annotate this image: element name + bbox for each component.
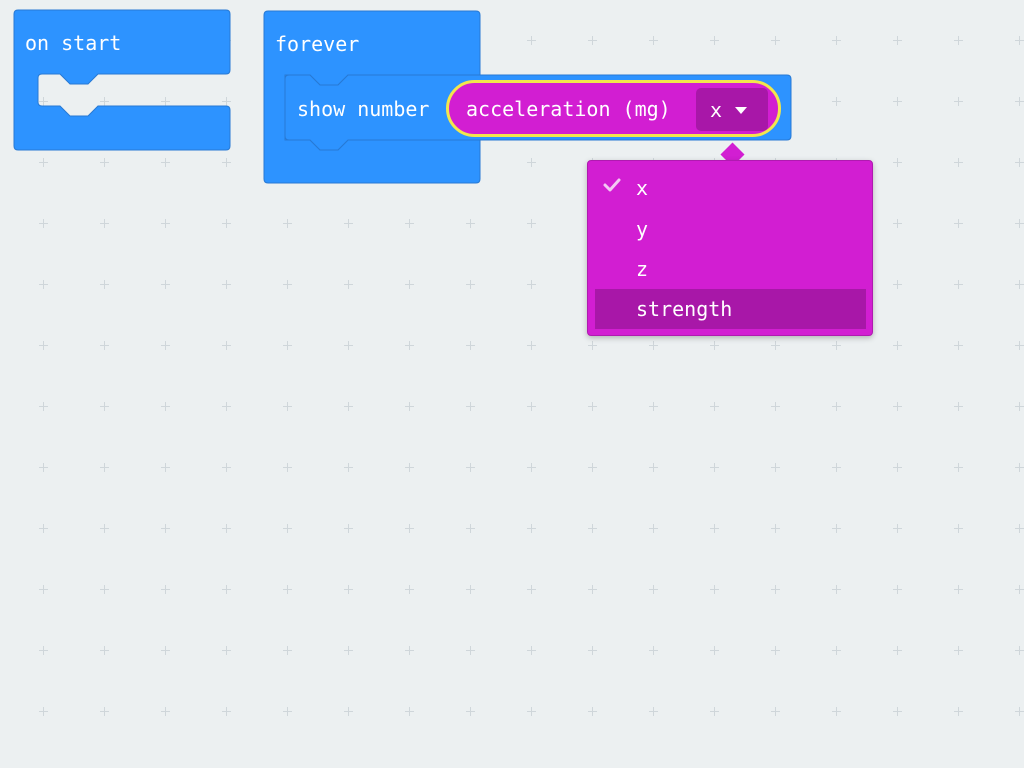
acceleration-reporter-block[interactable]: acceleration (mg) x [446,80,781,137]
check-icon [603,178,621,192]
dropdown-option-z[interactable]: z [595,249,866,289]
forever-label: forever [275,32,360,56]
axis-dropdown-menu: x y z strength [587,160,873,336]
chevron-down-icon [735,107,747,114]
dropdown-option-label: y [636,217,649,241]
show-number-label: show number [297,97,430,121]
on-start-block-shape [13,9,231,151]
dropdown-option-label: x [636,176,649,200]
on-start-label: on start [25,31,122,55]
dropdown-option-label: z [636,257,649,281]
axis-dropdown-value: x [710,98,723,122]
axis-dropdown-field[interactable]: x [696,88,768,131]
dropdown-option-strength[interactable]: strength [595,289,866,329]
acceleration-label: acceleration (mg) [466,97,671,121]
dropdown-option-x[interactable]: x [595,168,866,208]
dropdown-option-label: strength [636,297,733,321]
dropdown-option-y[interactable]: y [595,209,866,249]
